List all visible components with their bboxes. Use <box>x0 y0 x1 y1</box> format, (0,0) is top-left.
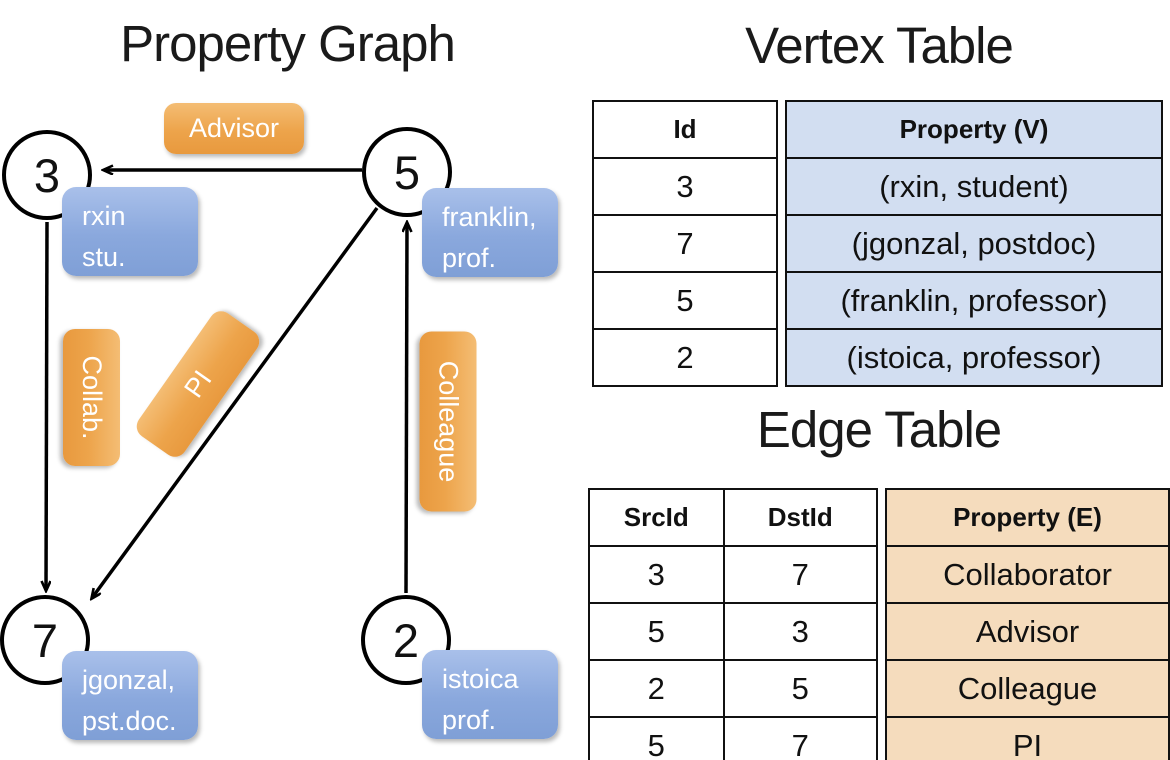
table-cell: 7 <box>724 716 876 760</box>
edge-table-property-column: Property (E) Collaborator Advisor Collea… <box>885 488 1170 760</box>
edge-table: SrcId 3 5 2 5 DstId 7 3 5 7 Property (E)… <box>588 488 1170 760</box>
edge-3-to-7 <box>46 221 47 590</box>
edge-5-to-7 <box>92 206 379 598</box>
vertex-table-property-column: Property (V) (rxin, student) (jgonzal, p… <box>785 100 1163 387</box>
table-cell: 2 <box>594 328 776 385</box>
vertex-id-label: 5 <box>393 145 421 199</box>
table-cell: 7 <box>594 214 776 271</box>
edge-label-advisor: Advisor <box>164 103 304 154</box>
table-cell: Colleague <box>887 659 1168 716</box>
table-cell: (jgonzal, postdoc) <box>787 214 1161 271</box>
vertex-property-box-2: istoica prof. <box>422 650 558 739</box>
vertex-id-label: 3 <box>33 148 61 202</box>
vertex-table-id-column: Id 3 7 5 2 <box>592 100 778 387</box>
edge-2-to-5 <box>406 223 407 594</box>
vertex-property-box-7: jgonzal, pst.doc. <box>62 651 198 740</box>
table-cell: 5 <box>594 271 776 328</box>
table-cell: 5 <box>590 602 723 659</box>
table-gap <box>778 100 785 387</box>
vertex-property-line: rxin <box>82 201 126 231</box>
table-cell: 3 <box>590 545 723 602</box>
property-graph-title: Property Graph <box>120 15 456 72</box>
vertex-property-line: stu. <box>82 241 126 272</box>
vertex-id-label: 7 <box>31 613 59 667</box>
table-cell: (franklin, professor) <box>787 271 1161 328</box>
table-cell: (rxin, student) <box>787 157 1161 214</box>
vertex-property-line: pst.doc. <box>82 705 177 736</box>
column-header-property-v: Property (V) <box>787 102 1161 157</box>
table-gap <box>878 488 885 760</box>
edge-table-dstid-column: DstId 7 3 5 7 <box>722 490 876 760</box>
vertex-property-box-3: rxin stu. <box>62 187 198 276</box>
vertex-property-line: jgonzal, <box>82 665 176 695</box>
vertex-property-line: prof. <box>442 704 497 735</box>
table-cell: (istoica, professor) <box>787 328 1161 385</box>
edge-label-colleague: Colleague <box>419 331 477 512</box>
column-header-srcid: SrcId <box>623 502 689 532</box>
vertex-node-5: 5 <box>362 127 452 217</box>
table-cell: 3 <box>724 602 876 659</box>
vertex-table-title: Vertex Table <box>745 17 1014 74</box>
edge-table-title: Edge Table <box>756 401 1002 458</box>
table-cell: 7 <box>724 545 876 602</box>
vertex-property-line: prof. <box>442 242 497 273</box>
vertex-property-line: istoica <box>442 664 519 694</box>
edge-table-srcid-column: SrcId 3 5 2 5 <box>590 490 723 760</box>
column-header-dstid: DstId <box>767 502 833 532</box>
table-cell: 5 <box>590 716 723 760</box>
column-header-id: Id <box>673 114 697 144</box>
graph-edges <box>0 0 585 760</box>
vertex-id-label: 2 <box>392 613 420 667</box>
vertex-property-box-5: franklin, prof. <box>422 188 558 277</box>
table-cell: 2 <box>590 659 723 716</box>
table-cell: Collaborator <box>887 545 1168 602</box>
vertex-table: Id 3 7 5 2 Property (V) (rxin, student) … <box>592 100 1163 387</box>
table-cell: 3 <box>594 157 776 214</box>
column-header-property-e: Property (E) <box>887 490 1168 545</box>
vertex-node-2: 2 <box>361 595 451 685</box>
edge-label-collab: Collab. <box>63 329 120 466</box>
vertex-property-line: franklin, <box>442 202 537 232</box>
table-cell: PI <box>887 716 1168 760</box>
edge-table-id-columns: SrcId 3 5 2 5 DstId 7 3 5 7 <box>588 488 878 760</box>
table-cell: 5 <box>724 659 876 716</box>
table-cell: Advisor <box>887 602 1168 659</box>
